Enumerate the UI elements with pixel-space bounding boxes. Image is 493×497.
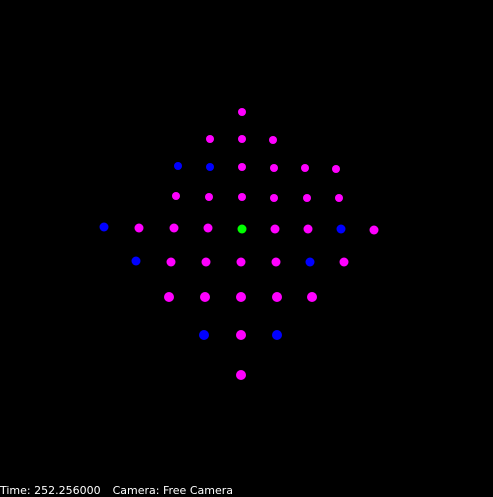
particle-node[interactable] <box>301 164 309 172</box>
blue-particle-node[interactable] <box>99 222 109 232</box>
particle-node[interactable] <box>236 292 246 302</box>
particle-node[interactable] <box>271 257 281 267</box>
status-bar: Time: 252.256000 Camera: Free Camera <box>0 484 493 497</box>
particle-node[interactable] <box>369 225 379 235</box>
selected-particle-node[interactable] <box>237 224 247 234</box>
particle-node[interactable] <box>134 223 144 233</box>
particle-node[interactable] <box>200 292 210 302</box>
particle-node[interactable] <box>206 135 214 143</box>
particle-node[interactable] <box>303 194 311 202</box>
particle-node[interactable] <box>238 193 246 201</box>
particle-scene[interactable] <box>0 0 493 484</box>
particle-node[interactable] <box>303 224 313 234</box>
particle-node[interactable] <box>238 135 246 143</box>
particle-node[interactable] <box>270 194 278 202</box>
particle-node[interactable] <box>201 257 211 267</box>
blue-particle-node[interactable] <box>199 330 209 340</box>
blue-particle-node[interactable] <box>206 163 214 171</box>
particle-node[interactable] <box>166 257 176 267</box>
blue-particle-node[interactable] <box>272 330 282 340</box>
blue-particle-node[interactable] <box>174 162 182 170</box>
particle-node[interactable] <box>269 136 277 144</box>
blue-particle-node[interactable] <box>336 224 346 234</box>
particle-node[interactable] <box>203 223 213 233</box>
particle-node[interactable] <box>335 194 343 202</box>
particle-node[interactable] <box>236 370 246 380</box>
particle-node[interactable] <box>238 163 246 171</box>
particle-node[interactable] <box>172 192 180 200</box>
particle-node[interactable] <box>332 165 340 173</box>
particle-node[interactable] <box>339 257 349 267</box>
particle-node[interactable] <box>169 223 179 233</box>
blue-particle-node[interactable] <box>131 256 141 266</box>
time-readout: Time: 252.256000 <box>0 484 101 497</box>
blue-particle-node[interactable] <box>305 257 315 267</box>
particle-node[interactable] <box>164 292 174 302</box>
particle-node[interactable] <box>236 330 246 340</box>
particle-node[interactable] <box>236 257 246 267</box>
particle-node[interactable] <box>270 164 278 172</box>
particle-node[interactable] <box>307 292 317 302</box>
particle-node[interactable] <box>270 224 280 234</box>
camera-mode-readout: Camera: Free Camera <box>112 484 233 497</box>
particle-node[interactable] <box>205 193 213 201</box>
particle-node[interactable] <box>238 108 246 116</box>
particle-node[interactable] <box>272 292 282 302</box>
